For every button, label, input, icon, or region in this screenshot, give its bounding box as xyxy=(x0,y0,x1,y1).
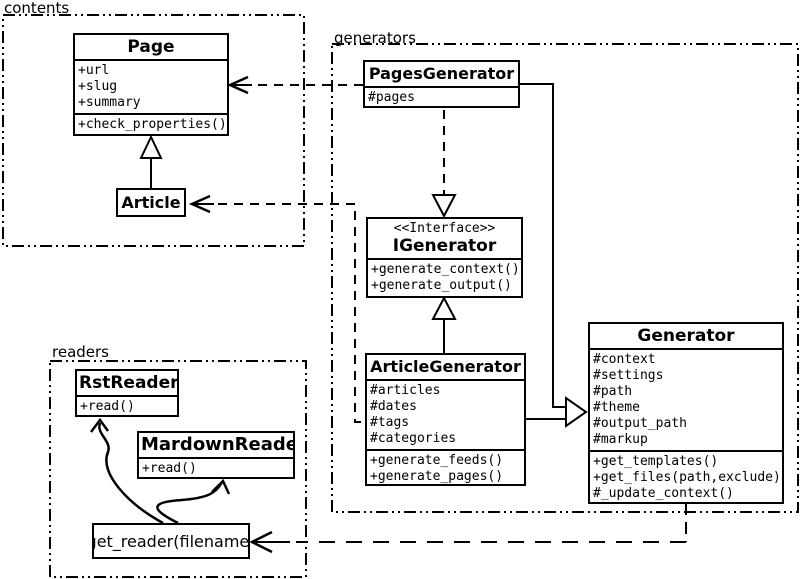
generators-package-border xyxy=(331,43,799,513)
attribute: #output_path xyxy=(593,416,687,431)
method: +generate_context() xyxy=(371,262,520,277)
class-mardownreader-title: MardownReader xyxy=(141,434,295,455)
class-articlegenerator-methods: +generate_feeds() +generate_pages() xyxy=(367,449,524,484)
class-mardownreader: MardownReader +read() xyxy=(137,431,295,479)
pagesgenerator-page-dependency-arrowhead xyxy=(226,75,249,95)
attribute: +slug xyxy=(78,79,118,94)
attribute: #markup xyxy=(593,432,648,447)
getreader-mardownreader-association-arrowhead xyxy=(211,478,231,495)
class-pagesgenerator: PagesGenerator #pages xyxy=(363,60,520,108)
attribute: +url xyxy=(78,63,110,78)
attribute: +summary xyxy=(78,95,141,110)
class-article-title: Article xyxy=(121,193,181,212)
class-page-title: Page xyxy=(127,37,175,57)
class-rstreader: RstReader +read() xyxy=(75,369,179,417)
method: +check_properties() xyxy=(78,117,227,132)
class-articlegenerator-attributes: #articles #dates #tags #categories xyxy=(367,379,524,449)
pagesgenerator-igenerator-realization-triangle xyxy=(431,194,457,219)
method: +generate_pages() xyxy=(370,469,504,484)
generator-generalization-triangle xyxy=(565,396,588,428)
attribute: #categories xyxy=(370,431,457,446)
method: +get_files(path,exclude) xyxy=(593,470,781,485)
function-get-reader: get_reader(filename) xyxy=(92,523,250,559)
attribute: #tags xyxy=(370,415,410,430)
method: +generate_feeds() xyxy=(370,453,504,468)
pagesgenerator-generator-generalization-line xyxy=(520,83,566,408)
generators-package-label: generators xyxy=(334,29,416,47)
class-igenerator-methods: +generate_context() +generate_output() xyxy=(368,258,521,296)
class-generator-title: Generator xyxy=(637,326,735,346)
article-page-generalization-triangle xyxy=(139,134,163,159)
generator-getreader-dependency-arrowhead xyxy=(249,530,273,554)
class-pagesgenerator-attributes: #pages xyxy=(365,86,518,106)
class-page-methods: +check_properties() xyxy=(75,113,227,134)
readers-package-border xyxy=(49,360,307,578)
method: +read() xyxy=(142,461,197,476)
class-igenerator-title: <<Interface>> IGenerator xyxy=(368,219,521,258)
readers-package-label: readers xyxy=(52,343,109,361)
class-generator-attributes: #context #settings #path #theme #output_… xyxy=(590,348,782,450)
contents-package-border xyxy=(2,14,305,247)
class-article: Article xyxy=(116,188,186,217)
function-get-reader-label: get_reader(filename) xyxy=(92,531,250,551)
class-mardownreader-methods: +read() xyxy=(139,457,293,477)
getreader-rstreader-association-arrowhead xyxy=(90,417,110,433)
class-rstreader-title: RstReader xyxy=(79,373,179,393)
attribute: #theme xyxy=(593,400,640,415)
attribute: #path xyxy=(593,384,633,399)
articlegenerator-article-dependency-arrowhead xyxy=(188,194,211,214)
attribute: #context xyxy=(593,352,656,367)
class-generator: Generator #context #settings #path #them… xyxy=(588,322,784,504)
class-articlegenerator-title: ArticleGenerator xyxy=(370,357,521,376)
class-pagesgenerator-title: PagesGenerator xyxy=(368,64,515,83)
method: +get_templates() xyxy=(593,454,719,469)
getreader-mardownreader-association-curve xyxy=(156,481,224,525)
class-igenerator-name: IGenerator xyxy=(392,236,497,256)
method: +read() xyxy=(80,399,135,414)
class-rstreader-methods: +read() xyxy=(77,395,177,415)
articlegenerator-article-dependency-line xyxy=(218,203,365,423)
attribute: #dates xyxy=(370,399,417,414)
class-page: Page +url +slug +summary +check_properti… xyxy=(73,33,229,136)
articlegenerator-igenerator-generalization-triangle xyxy=(431,295,457,320)
getreader-rstreader-association-curve xyxy=(98,422,164,525)
class-generator-methods: +get_templates() +get_files(path,exclude… xyxy=(590,450,782,502)
class-articlegenerator: ArticleGenerator #articles #dates #tags … xyxy=(365,353,526,486)
class-igenerator: <<Interface>> IGenerator +generate_conte… xyxy=(366,217,523,298)
class-igenerator-stereotype: <<Interface>> xyxy=(393,221,496,236)
attribute: #pages xyxy=(368,90,415,105)
attribute: #settings xyxy=(593,368,664,383)
attribute: #articles xyxy=(370,383,441,398)
method: +generate_output() xyxy=(371,278,512,293)
contents-package-label: contents xyxy=(4,0,70,17)
method: #_update_context() xyxy=(593,486,734,501)
class-page-attributes: +url +slug +summary xyxy=(75,59,227,113)
